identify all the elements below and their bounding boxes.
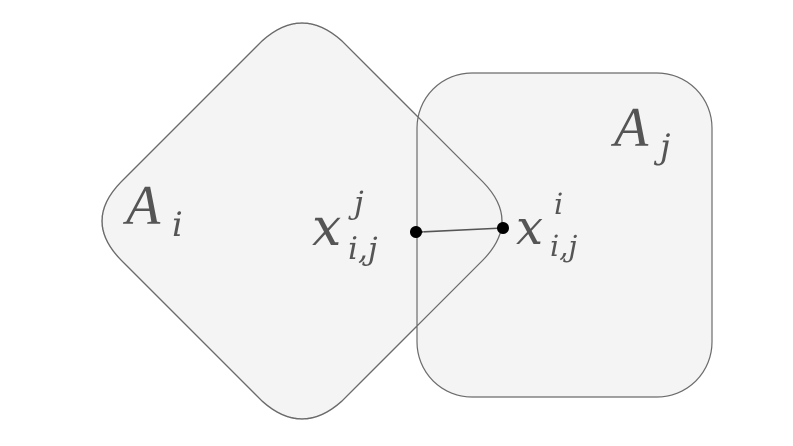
label-x-ij-i-base: x bbox=[516, 200, 544, 256]
projection-arrow bbox=[414, 227, 504, 237]
label-x-ij-i-sub: i,j bbox=[550, 229, 578, 263]
label-x-ij-j-sub: i,j bbox=[348, 231, 378, 267]
label-a-i-sub: i bbox=[172, 205, 183, 244]
point-x-ij-j bbox=[410, 226, 422, 238]
label-x-ij-j-sup: j bbox=[354, 185, 364, 221]
label-a-i-base: A bbox=[126, 175, 161, 237]
region-a-i-outline-overlap bbox=[101, 22, 503, 420]
label-x-ij-j-base: x bbox=[312, 198, 342, 258]
label-x-ij-i-sup: i bbox=[554, 187, 564, 221]
label-a-j-sub: j bbox=[660, 127, 671, 166]
point-x-ij-i bbox=[497, 222, 509, 234]
label-a-j-base: A bbox=[614, 97, 649, 159]
